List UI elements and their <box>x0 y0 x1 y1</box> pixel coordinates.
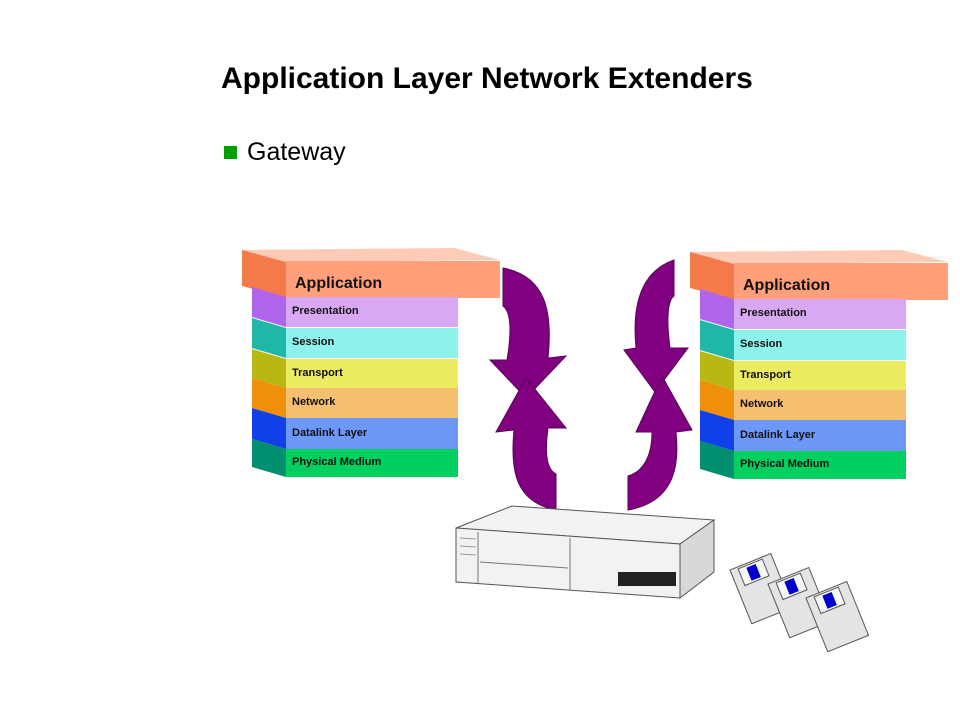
layer-transport <box>252 349 458 388</box>
layer-label: Physical Medium <box>740 458 830 470</box>
layer-datalink-layer <box>252 408 458 449</box>
layer-application <box>242 248 500 298</box>
layer-transport <box>700 351 906 390</box>
layer-datalink-layer <box>700 410 906 451</box>
layer-label: Datalink Layer <box>292 426 368 439</box>
layer-session <box>700 320 906 360</box>
layer-network <box>252 378 458 418</box>
layer-physical-medium <box>700 441 906 479</box>
layer-label: Datalink Layer <box>740 428 816 441</box>
arrow-up-right-icon <box>627 374 693 511</box>
layer-label: Application <box>743 277 831 294</box>
page-title: Application Layer Network Extenders <box>221 62 753 95</box>
floppy-disk-icon <box>805 580 870 653</box>
layer-label: Session <box>740 338 783 350</box>
layer-label: Presentation <box>740 307 807 319</box>
bullet-square-icon <box>224 146 237 159</box>
layer-physical-medium <box>252 439 458 477</box>
layer-label: Transport <box>740 368 791 381</box>
layer-presentation <box>252 287 458 327</box>
layer-label: Application <box>295 275 383 292</box>
arrow-down-right-icon <box>623 259 689 393</box>
layer-label: Session <box>292 336 335 348</box>
layer-network <box>700 380 906 420</box>
bullet-text: Gateway <box>247 138 346 166</box>
layer-label: Physical Medium <box>292 456 382 468</box>
arrow-down-left-icon <box>488 267 568 399</box>
layer-label: Presentation <box>292 305 359 317</box>
layer-label: Network <box>292 396 336 408</box>
gateway-device-icon <box>455 505 716 600</box>
layer-label: Transport <box>292 366 343 379</box>
arrow-up-left-icon <box>495 377 568 511</box>
layer-label: Network <box>740 398 784 410</box>
layer-session <box>252 318 458 358</box>
layer-application <box>690 250 948 300</box>
bullet-item-gateway: Gateway <box>224 138 346 167</box>
layer-presentation <box>700 289 906 329</box>
